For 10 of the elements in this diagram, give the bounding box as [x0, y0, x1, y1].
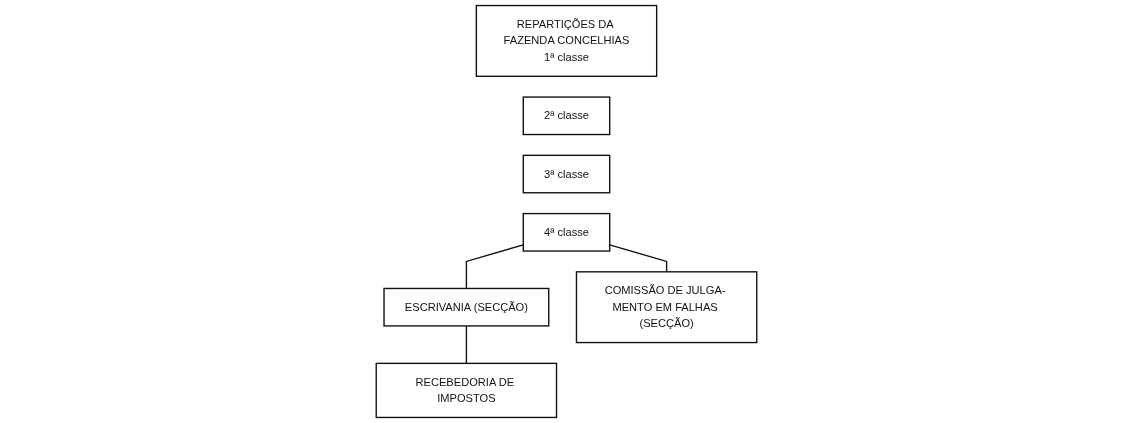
node-box: ESCRIVANIA (SECÇÃO) [383, 287, 550, 327]
node-box: COMISSÃO DE JULGA- MENTO EM FALHAS (SECÇÃO) [575, 271, 758, 344]
node-box: 3ª classe [522, 154, 611, 194]
connector [609, 244, 668, 273]
node-box: 4ª classe [522, 212, 611, 252]
node-box: 2ª classe [522, 96, 611, 136]
node-box: REPARTIÇÕES DA FAZENDA CONCELHIAS 1ª classe [475, 4, 658, 77]
connector [465, 325, 468, 365]
connector [465, 244, 524, 290]
node-box: RECEBEDORIA DE IMPOSTOS [375, 362, 558, 419]
